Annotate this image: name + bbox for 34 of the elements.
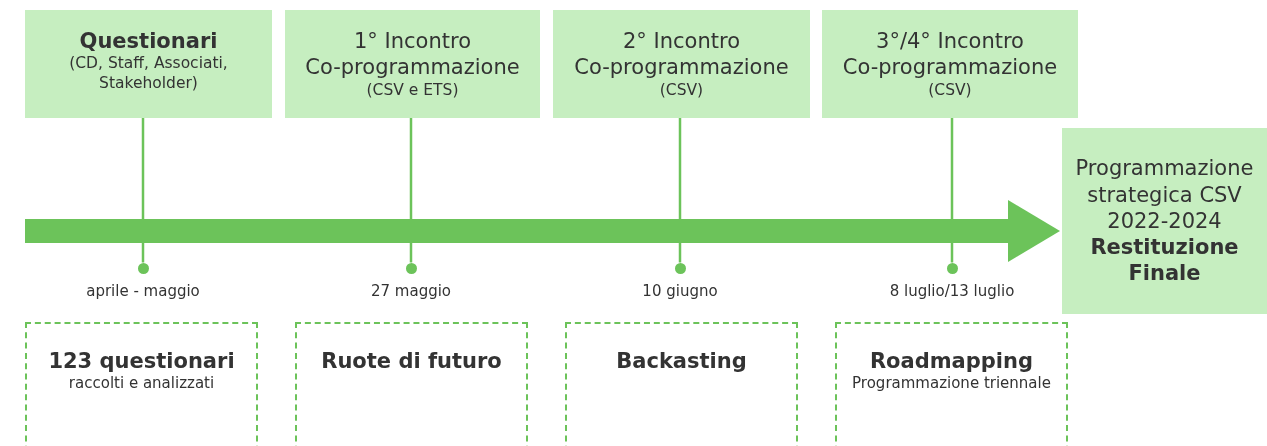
meeting-box [553,10,810,118]
final-box [1062,128,1267,314]
box-subtext: (CSV e ETS) [366,80,459,100]
meeting-box [25,10,272,118]
date-label: 27 maggio [369,282,452,300]
connector-line [950,118,954,263]
timeline-dot [405,262,417,274]
box-heading: 3°/4° Incontro Co-programmazione [841,28,1059,81]
box-heading: Backasting [616,348,747,375]
timeline-dot [674,262,686,274]
connector-line [141,118,145,263]
connector-line [409,118,413,263]
box-heading: 123 questionari [48,348,235,375]
box-subtext: (CSV) [659,80,704,100]
timeline-arrow [25,200,1060,262]
date-label: 10 giugno [641,282,719,300]
box-subtext: Programmazione triennale [852,374,1051,393]
connector-line [678,118,682,263]
box-heading: 2° Incontro Co-programmazione [573,28,790,81]
timeline-dot [946,262,958,274]
meeting-box [285,10,540,118]
box-subtext: (CD, Staff, Associati, Stakeholder) [68,54,229,93]
box-subtext: (CSV) [928,80,972,100]
box-subtext: raccolti e analizzati [68,374,215,393]
box-heading: Questionari [79,28,218,55]
date-label: aprile - maggio [85,282,201,300]
box-heading: Roadmapping [869,348,1034,375]
box-subtext: Restituzione Finale [1089,234,1240,287]
box-heading: 1° Incontro Co-programmazione [304,28,521,81]
date-label: 8 luglio/13 luglio [888,282,1016,300]
meeting-box [822,10,1078,118]
timeline-dot [137,262,149,274]
box-heading: Programmazione strategica CSV 2022-2024 [1074,155,1255,235]
box-heading: Ruote di futuro [321,348,502,375]
